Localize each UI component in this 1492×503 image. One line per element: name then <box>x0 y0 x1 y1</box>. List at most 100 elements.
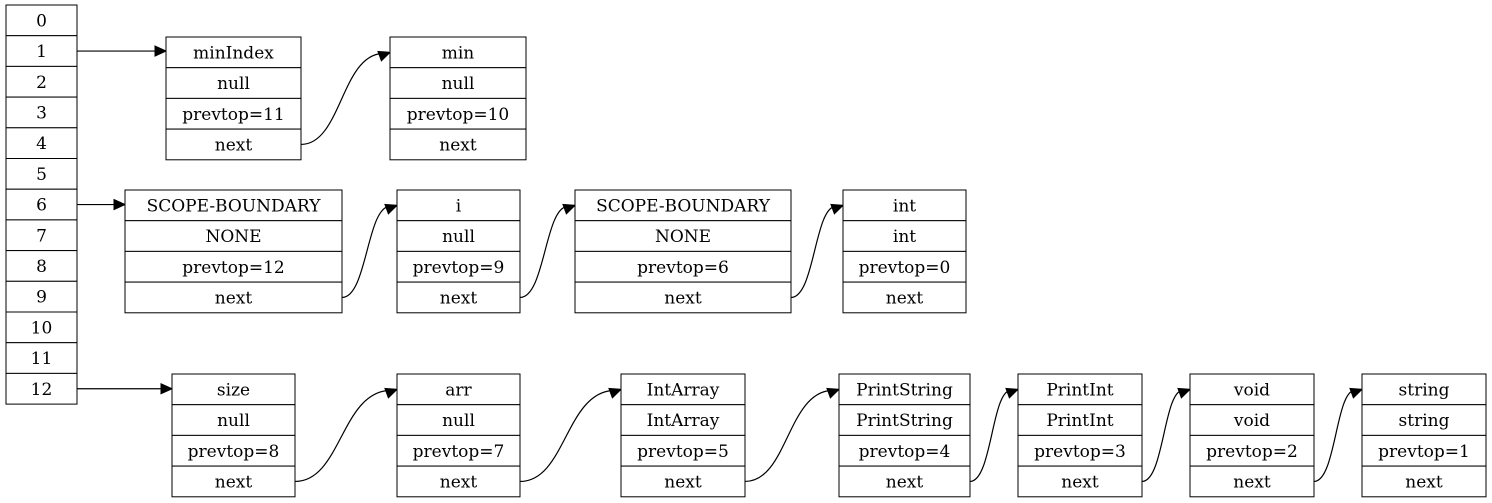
table-slot-label: 12 <box>31 380 53 400</box>
record-field-cell <box>842 189 967 222</box>
record-name: int <box>893 196 916 216</box>
table-slot-label: 8 <box>36 257 47 277</box>
record-field-cell <box>574 281 792 314</box>
record-prevtop: prevtop=9 <box>413 258 505 278</box>
arrowhead <box>113 198 127 211</box>
arrowhead <box>562 203 577 215</box>
record-next: next <box>215 135 253 155</box>
arrowhead <box>160 382 174 395</box>
record-next: next <box>886 472 924 492</box>
record-name: minIndex <box>193 43 274 63</box>
table-slot-cell <box>5 96 78 129</box>
record-next: next <box>439 135 477 155</box>
record-next: next <box>440 288 478 308</box>
table-slot-label: 7 <box>36 226 47 246</box>
table-slot-label: 5 <box>36 165 47 185</box>
record-type: NONE <box>205 227 261 247</box>
table-slot-cell <box>5 35 78 67</box>
record-next: next <box>1061 472 1099 492</box>
table-slot-12: 12 <box>5 372 78 405</box>
record-next: next <box>1233 472 1271 492</box>
record-field-cell <box>838 465 971 498</box>
arrowhead <box>384 203 399 215</box>
next-link-curve <box>1313 389 1355 483</box>
table-slot-label: 9 <box>36 288 47 308</box>
table-slot-9: 9 <box>5 280 78 313</box>
table-slot-cell <box>5 311 78 344</box>
record-field-cell <box>842 250 967 283</box>
table-slot-5: 5 <box>5 158 78 190</box>
record-field-cell <box>1361 434 1487 467</box>
table-slot-7: 7 <box>5 219 78 252</box>
record-name: i <box>456 196 462 216</box>
record-field-cell <box>574 189 792 222</box>
record-next: next <box>1405 472 1443 492</box>
table-slot-cell <box>5 65 78 98</box>
table-slot-cell <box>5 372 78 405</box>
next-link <box>969 387 1020 483</box>
record-type: null <box>217 74 250 94</box>
next-link-curve <box>341 205 390 299</box>
record-type: PrintString <box>856 411 953 431</box>
record-prevtop: prevtop=12 <box>182 258 285 278</box>
record-field-cell <box>396 250 521 283</box>
record-prevtop: prevtop=5 <box>637 442 729 462</box>
record-type: NONE <box>655 227 711 247</box>
record-field-cell <box>620 373 746 406</box>
next-link-curve <box>300 52 383 146</box>
next-link <box>1141 387 1192 483</box>
table-slot-3: 3 <box>5 96 78 129</box>
next-link-curve <box>519 205 568 299</box>
record-name: SCOPE-BOUNDARY <box>147 196 322 216</box>
record-type: IntArray <box>647 411 720 431</box>
record-type: void <box>1233 411 1270 431</box>
arrowhead <box>1177 387 1192 399</box>
table-slot-label: 11 <box>31 349 53 369</box>
record-next: next <box>664 288 702 308</box>
next-link-curve <box>1141 389 1183 483</box>
arrowhead <box>826 387 841 399</box>
record-field-cell <box>842 220 967 252</box>
record-next: next <box>440 472 478 492</box>
record-name: SCOPE-BOUNDARY <box>596 196 771 216</box>
record-prevtop: prevtop=7 <box>413 442 505 462</box>
record-field-cell <box>171 404 296 436</box>
record-type: PrintInt <box>1046 411 1113 431</box>
record-field-cell <box>396 189 521 222</box>
table-slot-cell <box>5 342 78 374</box>
record-type: null <box>442 411 475 431</box>
record-field-cell <box>165 97 302 130</box>
record-field-cell <box>396 281 521 314</box>
table-slot-cell <box>5 280 78 313</box>
record-type: null <box>442 227 475 247</box>
record-name: arr <box>445 380 472 400</box>
next-link <box>341 203 399 299</box>
record-next: next <box>886 288 924 308</box>
record-name: PrintString <box>856 380 953 400</box>
record-next: next <box>215 472 253 492</box>
record-prevtop: prevtop=0 <box>859 258 951 278</box>
arrowhead <box>830 203 845 215</box>
record-field-cell <box>396 220 521 252</box>
record-field-cell <box>1361 465 1487 498</box>
record-name: PrintInt <box>1046 380 1113 400</box>
record-field-cell <box>838 434 971 467</box>
arrowhead <box>154 45 168 57</box>
record-name: string <box>1399 380 1450 400</box>
next-link <box>519 203 577 299</box>
record-field-cell <box>124 281 343 314</box>
record-prevtop: prevtop=6 <box>637 258 729 278</box>
table-slot-label: 2 <box>36 73 47 93</box>
slot-link-1 <box>77 45 168 57</box>
table-slot-cell <box>5 127 78 160</box>
table-slot-8: 8 <box>5 250 78 282</box>
next-link <box>294 387 399 483</box>
record-field-cell <box>1361 404 1487 436</box>
next-link-curve <box>744 389 832 483</box>
record-node-i: i null prevtop=9 next <box>396 189 521 314</box>
